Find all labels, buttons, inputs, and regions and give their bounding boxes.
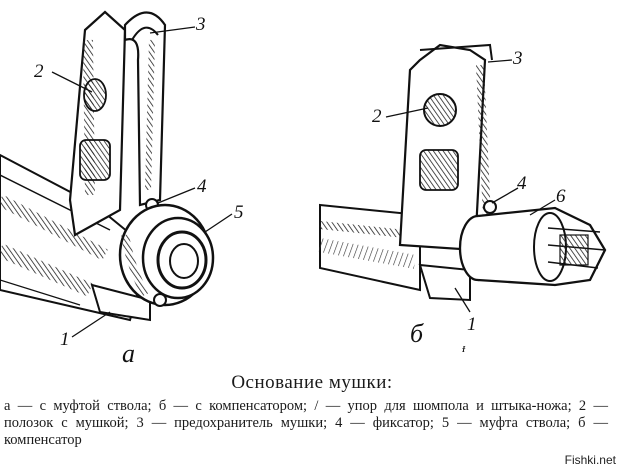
callout-a-5: 5 [234, 202, 244, 223]
callout-a-4: 4 [197, 176, 207, 197]
callout-b-3: 3 [512, 48, 523, 69]
panel-b-drawing [318, 43, 607, 313]
watermark: Fishki.net [562, 453, 618, 467]
panel-a-label: а [122, 339, 135, 368]
callout-b-6: 6 [556, 186, 566, 207]
callout-a-1: 1 [60, 329, 70, 350]
front-sight-illustration: 2 3 4 5 1 а 2 3 4 6 1 б ᵻ [0, 10, 607, 368]
figure: 2 3 4 5 1 а 2 3 4 6 1 б ᵻ [0, 10, 607, 368]
caption-text: а — с муфтой ствола; б — с компенсатором… [4, 398, 608, 448]
stray-mark: ᵻ [461, 340, 466, 355]
callout-b-4: 4 [517, 173, 527, 194]
panel-b-label: б [410, 319, 424, 348]
panel-a-drawing [0, 10, 233, 338]
caption-title: Основание мушки: [231, 372, 393, 393]
callout-b-2: 2 [372, 106, 382, 127]
callout-a-3: 3 [195, 14, 206, 35]
caption-body: а — с муфтой ствола; б — с компенсатором… [4, 398, 608, 449]
callout-b-1: 1 [467, 314, 477, 335]
callout-a-2: 2 [34, 61, 44, 82]
